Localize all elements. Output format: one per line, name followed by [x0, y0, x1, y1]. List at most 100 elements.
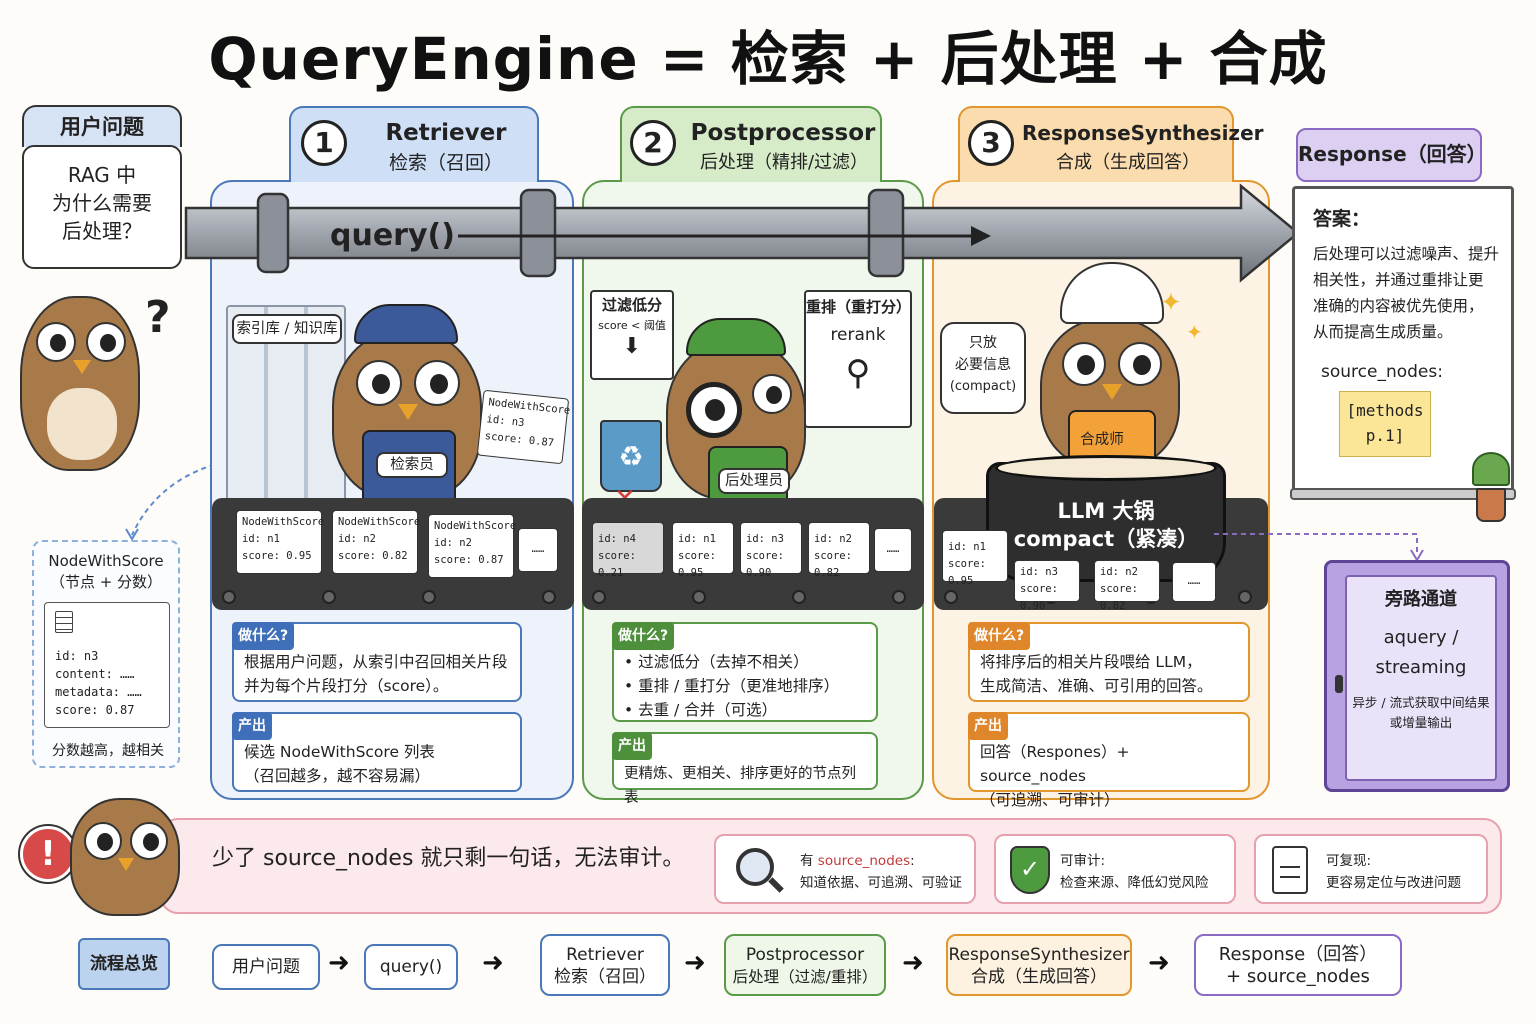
user-owl-illustration — [20, 296, 140, 471]
card-score: score: 0.87 — [434, 554, 504, 566]
page-title: QueryEngine = 检索 + 后处理 + 合成 — [208, 25, 1328, 93]
what-line: 生成简洁、准确、可引用的回答。 — [980, 677, 1213, 695]
magnifier-icon — [736, 848, 774, 886]
card-score: score: 0.90 — [1020, 583, 1058, 612]
belt-roller — [592, 590, 606, 604]
warning-item-desc: 检查来源、降低幻觉风险 — [1060, 875, 1209, 891]
question-line: RAG 中 — [67, 163, 137, 187]
stage-subtitle: 检索（召回） — [388, 152, 503, 174]
pot-title: LLM 大锅 — [1057, 499, 1155, 523]
what-tag: 做什么? — [968, 622, 1031, 650]
flow-step-sublabel: + source_nodes — [1226, 966, 1370, 987]
bypass-desc: 或增量输出 — [1389, 715, 1453, 730]
warning-owl-illustration — [70, 798, 180, 916]
card-id: id: n2 — [338, 533, 376, 545]
retriever-header: 1 Retriever 检索（召回） — [289, 106, 539, 182]
card-score: score: 0.82 — [338, 550, 408, 562]
pipe-label: query() — [330, 218, 455, 253]
belt-roller — [944, 590, 958, 604]
card-title: NodeWithScore — [338, 516, 421, 528]
what-line: • 去重 / 合并（可选） — [624, 701, 778, 719]
stage-subtitle: 合成（生成回答） — [1056, 152, 1200, 173]
pot-subtitle: compact（紧凑） — [1013, 527, 1199, 551]
card-id: id: n1 — [948, 541, 986, 553]
response-header: Response（回答） — [1296, 128, 1487, 182]
query-pipe — [184, 183, 1300, 283]
warning-item-title: 可审计: — [1060, 853, 1106, 869]
rerank-note: 重排（重打分） rerank ⚲ — [804, 290, 912, 428]
nodewithscore-panel: NodeWithScore （节点 + 分数） id: n3 content: … — [32, 540, 180, 768]
answer-line: 相关性，并通过重排让更 — [1313, 271, 1484, 289]
answer-line: 准确的内容被优先使用， — [1313, 297, 1484, 315]
flow-arrow-icon: ➜ — [1148, 948, 1170, 978]
bypass-title: 旁路通道 — [1385, 589, 1457, 610]
warning-item: ✓ 可审计: 检查来源、降低幻觉风险 — [994, 834, 1236, 904]
warning-text: 少了 source_nodes 就只剩一句话，无法审计。 — [212, 846, 685, 871]
output-line: 回答（Respones）+ source_nodes — [980, 743, 1130, 785]
what-box: 做什么? 根据用户问题，从索引中召回相关片段 并为每个片段打分（score）。 — [232, 622, 522, 702]
flow-step-label: query() — [379, 957, 443, 977]
belt-roller — [322, 590, 336, 604]
output-box: 产出 候选 NodeWithScore 列表 （召回越多，越不容易漏） — [232, 712, 522, 792]
warning-bubble-icon: ! — [20, 826, 76, 882]
down-arrow-icon: ⬇ — [622, 334, 642, 359]
answer-line: 从而提高生成质量。 — [1313, 323, 1453, 341]
source-sticky-note: [methods p.1] — [1339, 391, 1431, 457]
compact-bubble: 只放 必要信息 (compact) — [940, 322, 1026, 414]
bypass-arrow — [1214, 533, 1424, 562]
plant-icon — [1470, 452, 1512, 524]
warning-item-title: 可复现: — [1326, 853, 1372, 869]
belt-roller — [692, 590, 706, 604]
card-id: id: n3 — [1020, 566, 1058, 578]
card-score: score: 0.90 — [746, 550, 784, 579]
bypass-desc: 异步 / 流式获取中间结果 — [1352, 695, 1490, 710]
question-line: 后处理？ — [62, 219, 142, 243]
flow-step-sublabel: 后处理（过滤/重排） — [732, 968, 878, 986]
rerank-subtitle: rerank — [830, 325, 886, 345]
warning-item-desc: 更容易定位与改进问题 — [1326, 875, 1461, 891]
flow-arrow-icon: ➜ — [684, 948, 706, 978]
warning-item: 有 source_nodes: 知道依据、可追溯、可验证 — [714, 834, 976, 904]
answer-line: 后处理可以过滤噪声、提升 — [1313, 245, 1500, 263]
card-title: NodeWithScore — [242, 516, 325, 528]
flow-step-label: ResponseSynthesizer — [948, 945, 1130, 965]
flow-step-sublabel: 检索（召回） — [554, 967, 656, 987]
card-id: id: n1 — [678, 533, 716, 545]
node-card: id: n3 score: 0.90 — [1014, 560, 1080, 612]
recycle-bin-icon: ♻ — [600, 420, 662, 492]
sticky-line: [methods — [1346, 401, 1424, 420]
step-number: 3 — [968, 120, 1014, 166]
sticky-line: p.1] — [1365, 426, 1405, 445]
belt-roller — [1238, 590, 1252, 604]
what-tag: 做什么? — [612, 622, 675, 650]
user-question-header: 用户问题 — [22, 105, 182, 147]
what-line: • 重排 / 重打分（更准地排序） — [624, 677, 840, 695]
node-line: metadata: …… — [55, 685, 142, 699]
response-whiteboard: 答案： 后处理可以过滤噪声、提升 相关性，并通过重排让更 准确的内容被优先使用，… — [1292, 186, 1514, 496]
node-card: NodeWithScore id: n2 score: 0.82 — [332, 510, 421, 574]
flow-arrow-icon: ➜ — [328, 948, 350, 978]
filter-subtitle: score < 阈值 — [598, 319, 666, 332]
bubble-line: 必要信息 — [955, 357, 1011, 373]
output-box: 产出 更精炼、更相关、排序更好的节点列表 — [612, 732, 878, 806]
belt-roller — [792, 590, 806, 604]
what-tag: 做什么? — [232, 622, 295, 650]
flow-step-label: Postprocessor — [745, 945, 865, 965]
dashed-connector — [125, 459, 233, 541]
what-line: 并为每个片段打分（score）。 — [244, 677, 449, 695]
door-knob-icon — [1335, 675, 1343, 693]
source-nodes-label: source_nodes: — [1321, 362, 1443, 382]
stage-name: ResponseSynthesizer — [1022, 121, 1264, 145]
answer-text: 后处理可以过滤噪声、提升 相关性，并通过重排让更 准确的内容被优先使用， 从而提… — [1313, 241, 1511, 345]
what-line: 根据用户问题，从索引中召回相关片段 — [244, 653, 508, 671]
question-bubble: RAG 中 为什么需要 后处理？ — [22, 145, 182, 269]
warning-item-desc: 知道依据、可追溯、可验证 — [800, 875, 962, 891]
flow-arrow-icon: ➜ — [902, 948, 924, 978]
output-line: 更精炼、更相关、排序更好的节点列表 — [624, 766, 856, 806]
